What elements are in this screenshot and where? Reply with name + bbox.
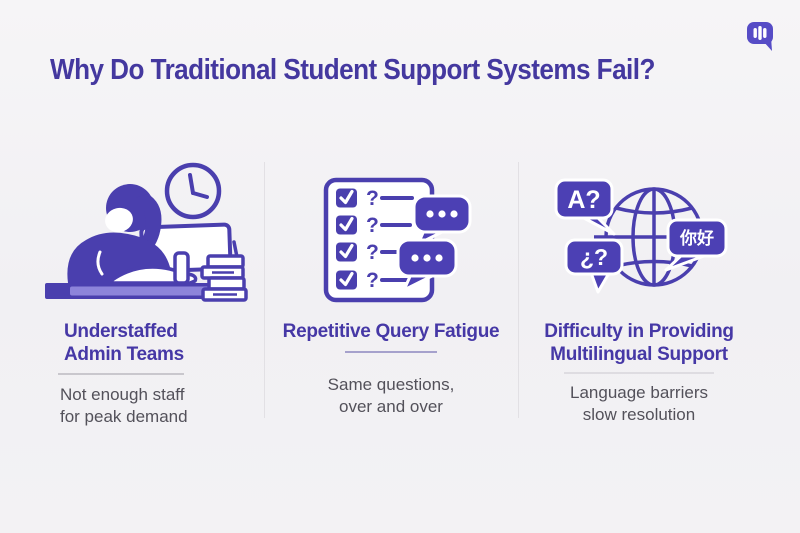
page-title: Why Do Traditional Student Support Syste… (50, 54, 655, 86)
column-description: Language barriers slow resolution (518, 382, 760, 426)
description-line: over and over (339, 397, 443, 416)
checklist-rows: ? ? ? ? (336, 187, 416, 292)
clock-icon (164, 162, 222, 220)
water-bottle (173, 251, 190, 285)
column-understaffed-admin-teams: Understaffed Admin Teams Not enough staf… (40, 152, 264, 428)
svg-text:你好: 你好 (679, 228, 714, 249)
person-figure (67, 184, 198, 285)
svg-text:?: ? (366, 269, 379, 292)
heading-line: Multilingual Support (550, 344, 728, 365)
voice-chat-bubble-icon (746, 20, 776, 52)
svg-text:?: ? (366, 214, 379, 237)
desk (45, 283, 238, 299)
description-line: Not enough staff (60, 385, 185, 404)
checklist-with-chat-bubbles-illustration: ? ? ? ? (264, 152, 518, 314)
column-heading: Repetitive Query Fatigue (264, 320, 518, 343)
heading-line: Repetitive Query Fatigue (282, 321, 500, 342)
description-line: Same questions, (327, 375, 455, 394)
globe-with-language-bubbles-illustration: A? ¿? 你好 (518, 152, 760, 314)
column-multilingual-support: A? ¿? 你好 (518, 152, 760, 428)
column-separator (518, 162, 519, 418)
column-separator (264, 162, 265, 418)
column-repetitive-query-fatigue: ? ? ? ? (264, 152, 518, 428)
speech-bubble-latin: A? (554, 178, 616, 236)
column-description: Not enough staff for peak demand (40, 384, 264, 428)
column-heading: Difficulty in Providing Multilingual Sup… (518, 320, 760, 366)
speech-bubble-spanish: ¿? (564, 238, 624, 294)
heading-underline (58, 373, 184, 375)
column-description: Same questions, over and over (264, 374, 518, 418)
heading-line: Understaffed (64, 321, 178, 342)
heading-underline (564, 372, 714, 374)
chat-dots-bubble-icon (396, 238, 458, 292)
columns-row: Understaffed Admin Teams Not enough staf… (40, 152, 760, 428)
heading-underline (345, 351, 437, 353)
speech-bubble-chinese: 你好 (664, 218, 728, 272)
svg-text:A?: A? (567, 186, 600, 214)
heading-line: Admin Teams (64, 344, 184, 365)
description-line: Language barriers (570, 382, 708, 402)
svg-text:?: ? (366, 241, 379, 264)
overworked-admin-at-desk-illustration (40, 152, 264, 314)
svg-text:?: ? (366, 187, 379, 210)
chat-dots-bubble-icon (412, 194, 472, 246)
svg-text:¿?: ¿? (580, 244, 608, 270)
heading-line: Difficulty in Providing (544, 321, 734, 342)
column-heading: Understaffed Admin Teams (40, 320, 264, 366)
description-line: slow resolution (582, 404, 696, 424)
description-line: for peak demand (60, 407, 188, 426)
